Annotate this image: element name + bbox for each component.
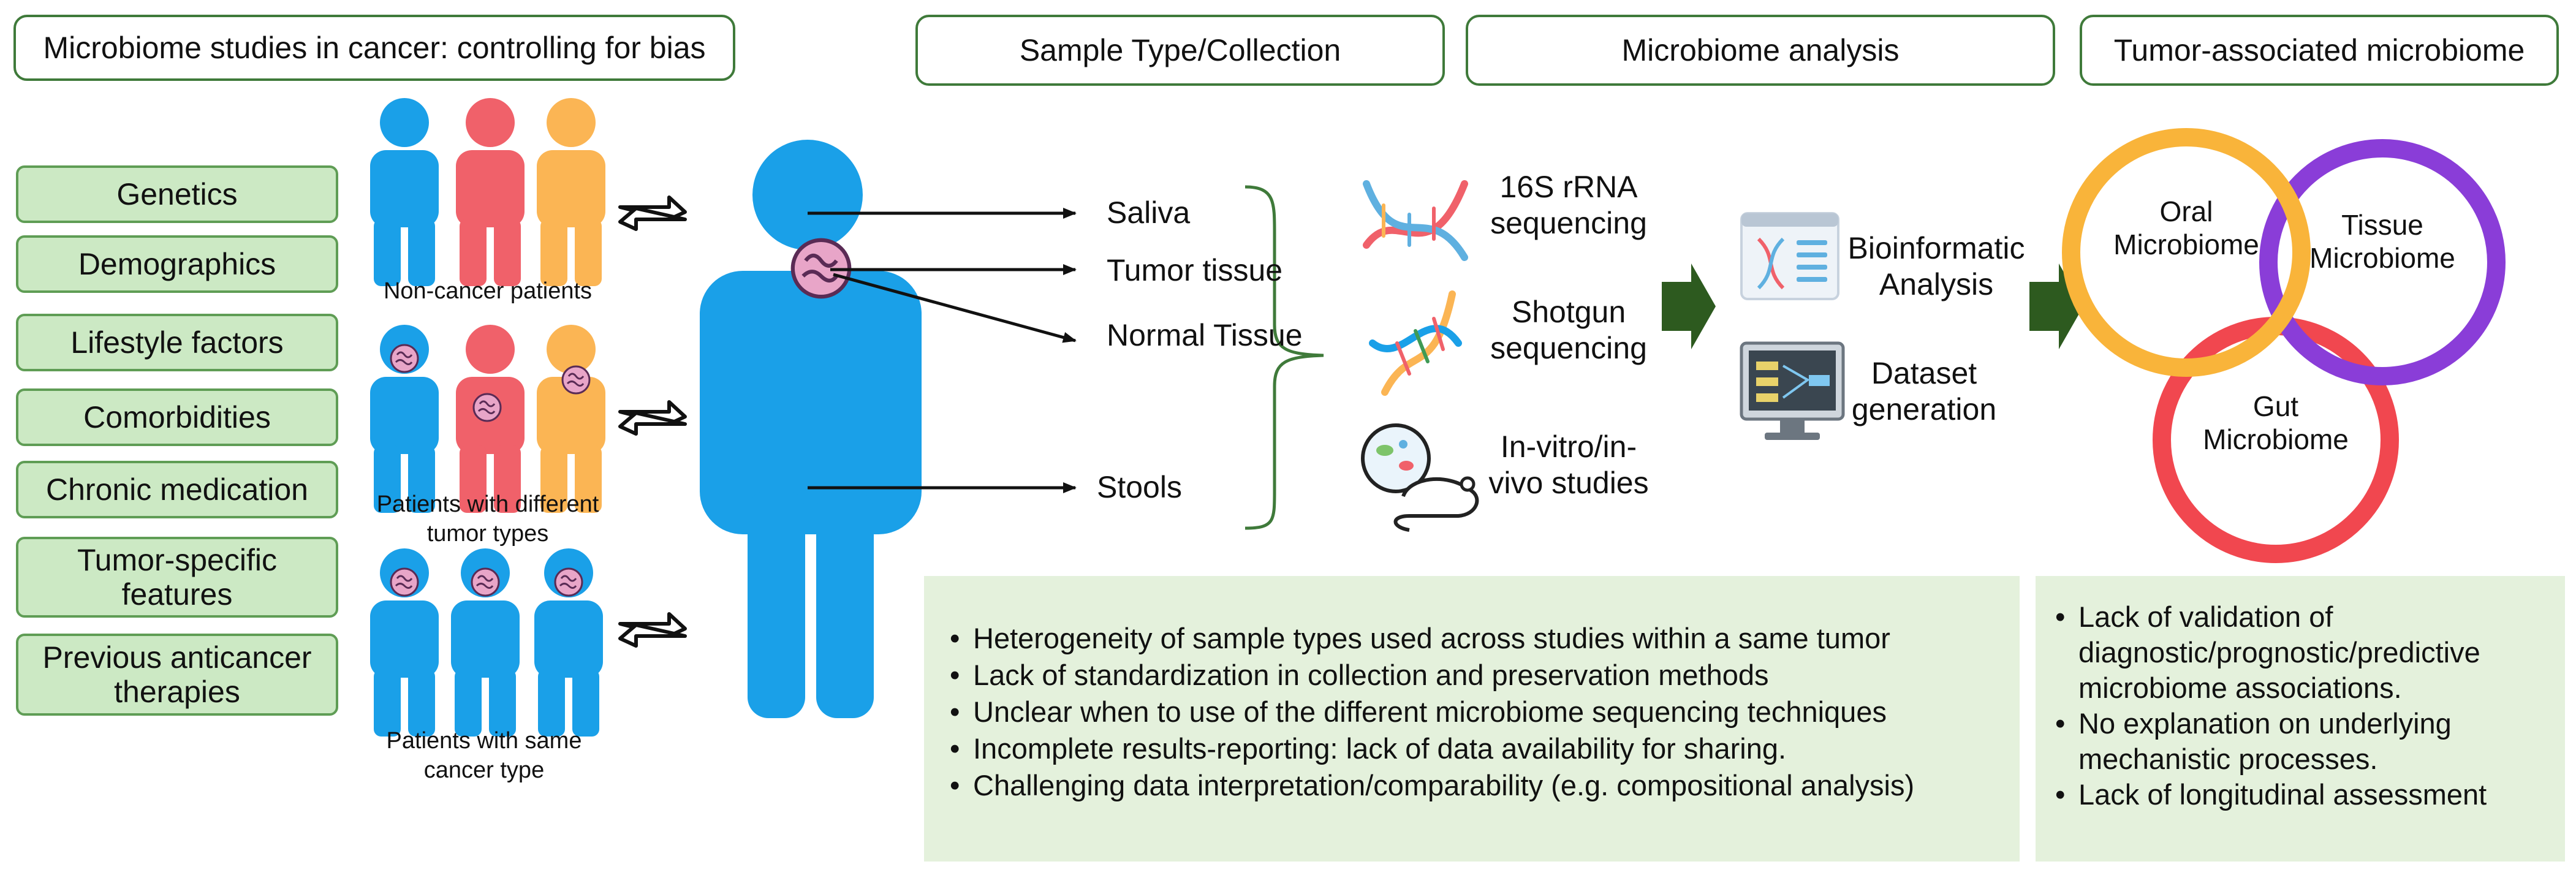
tumor-issue-item: Lack of longitudinal assessment	[2042, 777, 2553, 813]
tissue-microbiome-ring	[2259, 139, 2506, 385]
same-cancer-patients-figures	[370, 548, 603, 737]
double-arrow-icon	[618, 612, 687, 648]
method-invitro: In-vitro/in-vivo studies	[1488, 430, 1649, 500]
main-title-box: Microbiome studies in cancer: controllin…	[13, 15, 735, 81]
circle-label-gut: Gut Microbiome	[2203, 390, 2349, 456]
bioinformatic-icon	[1740, 212, 1839, 300]
tumor-issues-panel: Lack of validation of diagnostic/prognos…	[2036, 576, 2565, 862]
factor-demographics: Demographics	[16, 235, 338, 293]
factor-previous-therapies: Previous anticancer therapies	[16, 634, 338, 716]
factor-tumor-features: Tumor-specific features	[16, 537, 338, 618]
double-arrow-icon	[618, 195, 687, 231]
compare-arrows	[618, 195, 687, 648]
factor-genetics: Genetics	[16, 165, 338, 223]
tumor-microbiome-header: Tumor-associated microbiome	[2080, 15, 2559, 86]
tumor-microbiome-title: Tumor-associated microbiome	[2113, 33, 2525, 67]
group-caption-same-type: Patients with same cancer type	[386, 728, 582, 783]
sample-collection-header: Sample Type/Collection	[915, 15, 1445, 86]
circle-label-tissue: Tissue Microbiome	[2309, 209, 2455, 275]
tumor-issue-item: No explanation on underlying mechanistic…	[2042, 706, 2553, 777]
microbiome-analysis-title: Microbiome analysis	[1621, 33, 1900, 67]
sample-normal-tissue: Normal Tissue	[1107, 318, 1303, 352]
tumor-icon	[390, 567, 419, 597]
double-arrow-icon	[618, 400, 687, 436]
non-cancer-patients-figures	[370, 98, 605, 286]
factor-lifestyle: Lifestyle factors	[16, 314, 338, 371]
circle-label-oral: Oral Microbiome	[2113, 195, 2259, 261]
different-tumor-patients-figures	[370, 325, 605, 513]
person-icon	[537, 325, 605, 513]
bias-issues-panel: Heterogeneity of sample types used acros…	[924, 576, 2020, 862]
person-icon	[370, 98, 439, 286]
person-icon	[456, 98, 525, 286]
group-caption-different-types: Patients with different tumor types	[376, 491, 599, 547]
person-icon	[537, 98, 605, 286]
method-16s-rrna: 16S rRNA sequencing	[1490, 170, 1647, 240]
tumor-icon	[561, 365, 591, 395]
bias-issue-item: Challenging data interpretation/comparab…	[936, 767, 2001, 804]
tumor-icon	[472, 393, 502, 422]
tumor-icon	[554, 567, 583, 597]
sample-saliva: Saliva	[1107, 195, 1191, 230]
sample-brace	[1244, 185, 1324, 530]
tumor-icon	[471, 567, 500, 597]
step-bioinformatic: Bioinformatic Analysis	[1847, 231, 2025, 301]
microbe-mouse-icon	[1361, 423, 1479, 532]
green-arrow-icon	[1662, 263, 1716, 349]
bias-issue-item: Lack of standardization in collection an…	[936, 657, 2001, 694]
microbiome-analysis-header: Microbiome analysis	[1466, 15, 2055, 86]
dataset-monitor-icon	[1740, 341, 1845, 440]
main-title: Microbiome studies in cancer: controllin…	[43, 31, 706, 65]
tumor-issue-item: Lack of validation of diagnostic/prognos…	[2042, 599, 2553, 706]
step-dataset: Dataset generation	[1851, 356, 1997, 426]
tumor-icon	[390, 344, 419, 373]
dna-16s-icon	[1363, 180, 1468, 261]
sample-arrows	[808, 208, 1077, 493]
bias-issue-item: Unclear when to use of the different mic…	[936, 694, 2001, 730]
sample-collection-title: Sample Type/Collection	[1019, 33, 1341, 67]
bias-issue-item: Incomplete results-reporting: lack of da…	[936, 730, 2001, 767]
factor-comorbidities: Comorbidities	[16, 388, 338, 446]
method-shotgun: Shotgun sequencing	[1490, 295, 1647, 365]
factor-chronic-medication: Chronic medication	[16, 461, 338, 518]
sample-stools: Stools	[1097, 470, 1182, 504]
central-person-figure	[700, 140, 922, 718]
sample-tumor-tissue: Tumor tissue	[1107, 253, 1283, 287]
group-caption-non-cancer: Non-cancer patients	[383, 278, 593, 304]
oral-microbiome-ring	[2062, 128, 2311, 377]
bias-issue-item: Heterogeneity of sample types used acros…	[936, 620, 2001, 657]
dna-shotgun-icon	[1369, 290, 1462, 396]
